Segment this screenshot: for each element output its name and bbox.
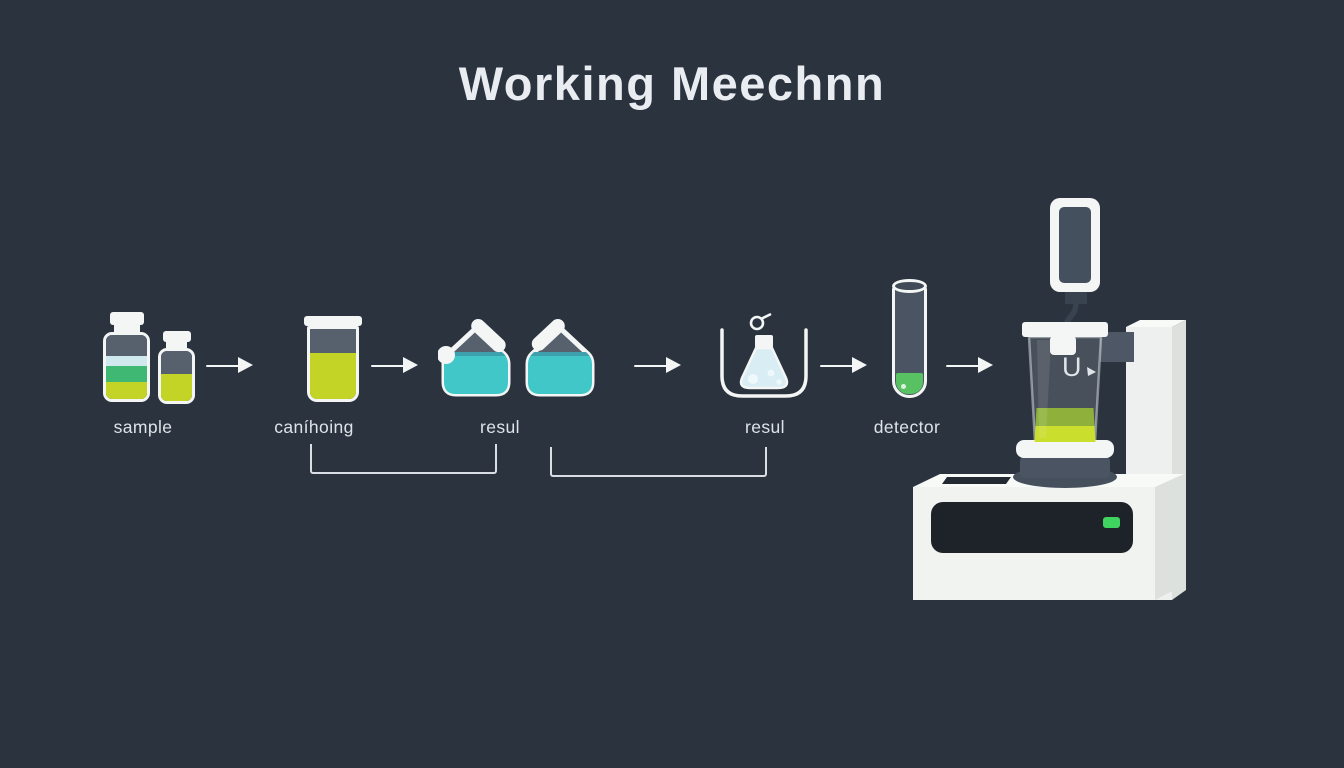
vial-band-headspace [106, 335, 147, 357]
vessel-foot [1016, 440, 1114, 458]
bubble [767, 369, 775, 377]
arrow-shaft [206, 364, 241, 367]
vial-band-yellow [106, 381, 147, 399]
arrow-head [978, 357, 993, 373]
vial-neck [113, 325, 140, 332]
symbol-circle [749, 315, 765, 331]
collar [1020, 456, 1110, 478]
vessel-liquid-yellow [1034, 426, 1096, 442]
arrow-shaft [371, 364, 406, 367]
base-side [1155, 474, 1184, 600]
vessel-liquid-olive [1035, 408, 1095, 426]
analyzer-machine: U [913, 198, 1186, 600]
beaker-body [307, 326, 359, 402]
sample-vial-large-icon [103, 312, 150, 402]
vial-band-blue [106, 356, 147, 366]
arrow-shaft [634, 364, 669, 367]
beaker-rim [304, 316, 362, 326]
erlenmeyer-neck [755, 335, 773, 348]
base-slot [942, 477, 1011, 484]
arrow-head [403, 357, 418, 373]
bath-container [720, 328, 808, 398]
phone-connector [1065, 290, 1087, 304]
beaker-icon [304, 316, 362, 402]
step-label-sample: sample [113, 417, 173, 437]
arrow-head [238, 357, 253, 373]
arrow-shaft [946, 364, 981, 367]
vial-neck [166, 342, 187, 348]
tower-top [1126, 320, 1186, 327]
vial-band-headspace [161, 351, 192, 374]
beaker-liquid [310, 352, 356, 399]
machine-arm [1100, 332, 1134, 362]
arrow-head [852, 357, 867, 373]
step-label-detector: detector [873, 417, 941, 437]
vial-body [103, 332, 150, 402]
phone-screen [1059, 207, 1091, 283]
vial-band-yellow [161, 374, 192, 401]
flask-liquid-line [528, 352, 592, 356]
teal-flask-left-icon [438, 319, 511, 397]
test-tube-icon [892, 279, 927, 398]
status-led [1103, 517, 1120, 528]
bracket-connector-1 [310, 444, 497, 474]
vial-body [158, 348, 195, 404]
arrow-head [666, 357, 681, 373]
front-panel [931, 502, 1133, 553]
sample-vial-small-icon [158, 331, 195, 404]
tube-opening [892, 279, 927, 293]
bubble [748, 374, 758, 384]
flow-arrow-icon [634, 357, 681, 374]
vial-cap [162, 331, 191, 342]
flask-liquid-line [444, 352, 508, 356]
rim-tab [1050, 336, 1076, 355]
flow-arrow-icon [371, 357, 418, 374]
symbol-tail [760, 313, 772, 320]
flask-in-bath-icon [720, 328, 808, 398]
flow-arrow-icon [206, 357, 253, 374]
step-label-result-2: resul [745, 417, 785, 437]
vial-band-green [106, 365, 147, 382]
ion-symbol-icon [749, 313, 772, 331]
vessel-letter: U [1062, 352, 1082, 382]
flask-liquid [444, 352, 508, 394]
flask-spill-blob [438, 346, 455, 364]
arrow-shaft [820, 364, 855, 367]
teal-flask-right-icon [525, 319, 595, 397]
flow-arrow-icon [946, 357, 993, 374]
step-label-result-1: resul [480, 417, 520, 437]
flask-neck [471, 319, 506, 353]
flask-liquid [528, 352, 592, 394]
tube-bubble [901, 384, 906, 389]
vessel-rim [1022, 322, 1108, 337]
page-title: Working Meechnn [458, 57, 886, 110]
flow-arrow-icon [820, 357, 867, 374]
bubble [776, 379, 782, 385]
vessel-cursor-mark [1087, 367, 1096, 376]
step-label-mixing: caníhoing [274, 417, 354, 437]
bracket-connector-2 [550, 447, 767, 477]
glass-highlight [1037, 340, 1051, 438]
flask-neck [531, 319, 565, 351]
vial-cap [109, 312, 144, 325]
